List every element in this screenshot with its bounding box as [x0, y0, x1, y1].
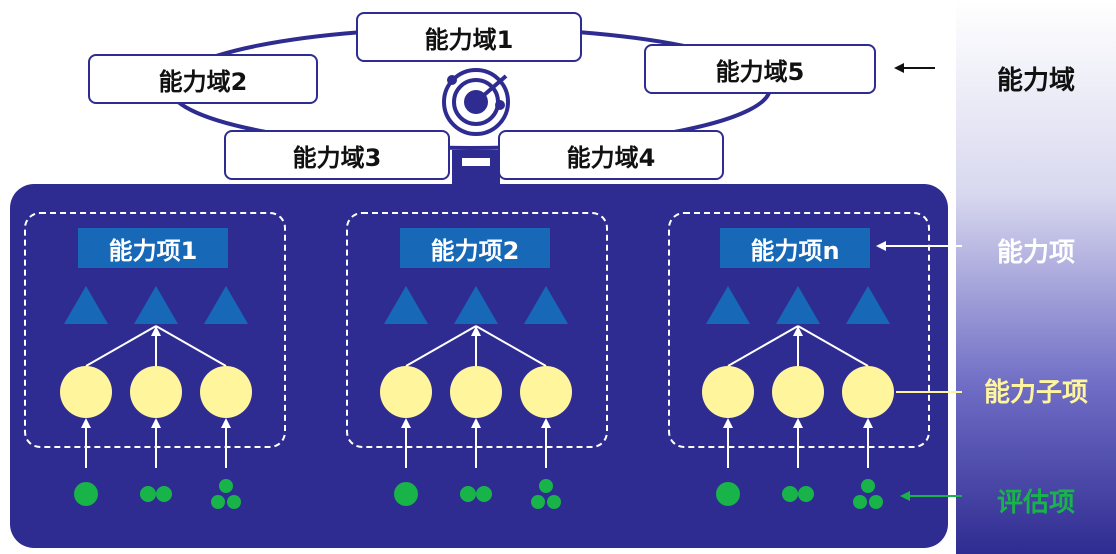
assessment-dot-tri-c-g2 — [547, 495, 561, 509]
arrow-up-g2-1 — [405, 325, 477, 367]
capability-item-n-label: 能力项n — [720, 228, 870, 268]
subitem-circle-g2-2 — [450, 366, 502, 418]
domain-box-5: 能力域5 — [644, 44, 876, 94]
assessment-dot-pair-a-g1 — [140, 486, 156, 502]
arrowhead-dot-g1-1 — [81, 418, 91, 428]
assessment-pointer-arrowhead — [900, 491, 910, 501]
subitem-circle-g1-2 — [130, 366, 182, 418]
legend-assessment-label: 评估项 — [996, 488, 1075, 518]
assessment-dot-tri-c-g3 — [869, 495, 883, 509]
arrow-up-g1-1 — [85, 325, 157, 367]
triangle-g3-3 — [846, 286, 890, 324]
legend-item-label: 能力项 — [996, 238, 1075, 268]
domain-box-1: 能力域1 — [356, 12, 582, 62]
assessment-dot-single-g1 — [74, 482, 98, 506]
subitem-circle-g3-1 — [702, 366, 754, 418]
arrowhead-dot-g1-3 — [221, 418, 231, 428]
legend-subitem-label: 能力子项 — [983, 378, 1088, 408]
triangle-g3-1 — [706, 286, 750, 324]
triangle-g1-3 — [204, 286, 248, 324]
assessment-dot-pair-a-g2 — [460, 486, 476, 502]
subitem-circle-g3-3 — [842, 366, 894, 418]
subitem-circle-g1-1 — [60, 366, 112, 418]
arrowhead-g3 — [793, 326, 803, 336]
assessment-dot-single-g2 — [394, 482, 418, 506]
arrowhead-dot-g2-3 — [541, 418, 551, 428]
assessment-dot-tri-a-g3 — [861, 479, 875, 493]
triangle-g2-3 — [524, 286, 568, 324]
legend-gradient-band — [956, 0, 1116, 554]
domain-box-3: 能力域3 — [224, 130, 450, 180]
capability-item-1-label: 能力项1 — [78, 228, 228, 268]
triangle-g2-2 — [454, 286, 498, 324]
subitem-circle-g3-2 — [772, 366, 824, 418]
assessment-dot-single-g3 — [716, 482, 740, 506]
subitem-circle-g1-3 — [200, 366, 252, 418]
assessment-dot-pair-a-g3 — [782, 486, 798, 502]
domain-stem — [452, 150, 500, 186]
arrowhead-dot-g3-2 — [793, 418, 803, 428]
assessment-dot-pair-b-g1 — [156, 486, 172, 502]
arrowhead-dot-g2-1 — [401, 418, 411, 428]
legend-domain-label: 能力域 — [996, 66, 1075, 96]
assessment-dot-pair-b-g3 — [798, 486, 814, 502]
subitem-circle-g2-1 — [380, 366, 432, 418]
arrow-up-g3-1 — [727, 325, 799, 367]
assessment-dot-tri-b-g3 — [853, 495, 867, 509]
capability-item-2-label: 能力项2 — [400, 228, 550, 268]
triangle-g1-2 — [134, 286, 178, 324]
arrowhead-g2 — [471, 326, 481, 336]
triangle-g3-2 — [776, 286, 820, 324]
assessment-dot-tri-b-g2 — [531, 495, 545, 509]
arrowhead-g1 — [151, 326, 161, 336]
arrow-up-g2-3 — [475, 325, 547, 367]
domain-box-4: 能力域4 — [498, 130, 724, 180]
assessment-dot-pair-b-g2 — [476, 486, 492, 502]
target-emblem-icon — [438, 64, 514, 140]
arrow-up-g3-3 — [797, 325, 869, 367]
arrowhead-dot-g1-2 — [151, 418, 161, 428]
assessment-dot-tri-b-g1 — [211, 495, 225, 509]
arrow-up-g1-3 — [155, 325, 227, 367]
triangle-g2-1 — [384, 286, 428, 324]
triangle-g1-1 — [64, 286, 108, 324]
subitem-circle-g2-3 — [520, 366, 572, 418]
assessment-dot-tri-a-g2 — [539, 479, 553, 493]
arrowhead-dot-g3-3 — [863, 418, 873, 428]
domain-box-2: 能力域2 — [88, 54, 318, 104]
arrowhead-dot-g2-2 — [471, 418, 481, 428]
item-pointer-arrowhead — [876, 241, 886, 251]
assessment-dot-tri-a-g1 — [219, 479, 233, 493]
arrowhead-dot-g3-1 — [723, 418, 733, 428]
assessment-dot-tri-c-g1 — [227, 495, 241, 509]
